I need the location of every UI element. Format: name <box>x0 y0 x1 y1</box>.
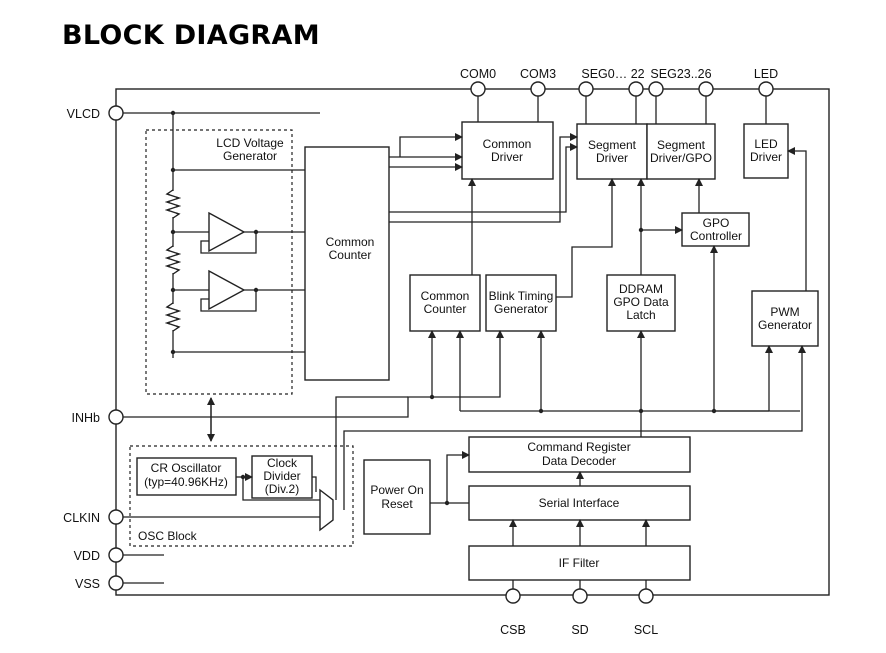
pin-clkin <box>108 509 124 525</box>
gpo-controller-label-2: Controller <box>690 229 742 243</box>
led-driver-label-2: Driver <box>750 150 782 164</box>
pin-label-vss: VSS <box>75 577 100 591</box>
pin-label-seg0-22: SEG0… 22 <box>581 67 644 81</box>
clock-divider <box>251 455 313 499</box>
common-counter-big-label-2: Counter <box>329 248 372 262</box>
pin-label-inhb: INHb <box>72 411 101 425</box>
pin-sd <box>572 588 588 604</box>
clock-mux <box>319 488 334 532</box>
segment-driver-gpo-label-2: Driver/GPO <box>650 151 712 165</box>
pin-seg26 <box>698 81 714 97</box>
pin-label-clkin: CLKIN <box>63 511 100 525</box>
pwm-label-1: PWM <box>770 305 799 319</box>
pwm-generator <box>751 290 819 347</box>
pin-label-com0: COM0 <box>460 67 496 81</box>
blink-timing-label-1: Blink Timing <box>489 289 554 303</box>
common-counter-small-label-2: Counter <box>424 302 467 316</box>
cr-oscillator <box>136 457 237 496</box>
serial-interface-label: Serial Interface <box>539 496 620 510</box>
if-filter <box>468 545 691 581</box>
pin-vss <box>108 575 124 591</box>
pin-label-led: LED <box>754 67 778 81</box>
command-register <box>468 436 691 473</box>
page-title: BLOCK DIAGRAM <box>62 20 320 51</box>
blink-timing-label-2: Generator <box>494 302 548 316</box>
pin-seg22 <box>628 81 644 97</box>
pin-com0 <box>470 81 486 97</box>
opamp-2 <box>208 269 246 311</box>
clock-divider-label-1: Clock <box>267 456 298 470</box>
lcd-voltage-region <box>145 129 293 395</box>
cr-oscillator-label-1: CR Oscillator <box>151 461 222 475</box>
clock-divider-label-3: (Div.2) <box>265 482 299 496</box>
command-register-label-2: Data Decoder <box>542 454 616 468</box>
cr-oscillator-label-2: (typ=40.96KHz) <box>144 475 228 489</box>
serial-interface <box>468 485 691 521</box>
common-counter-big <box>304 146 390 381</box>
common-counter-small-label-1: Common <box>421 289 470 303</box>
pin-label-seg23-26: SEG23..26 <box>650 67 711 81</box>
segment-driver-label-2: Driver <box>596 151 628 165</box>
power-on-reset-label-1: Power On <box>370 483 423 497</box>
blink-timing-generator <box>485 274 557 332</box>
pin-seg0 <box>578 81 594 97</box>
segment-driver-gpo <box>646 123 716 180</box>
pin-com3 <box>530 81 546 97</box>
pin-led <box>758 81 774 97</box>
power-on-reset-label-2: Reset <box>381 497 413 511</box>
common-driver-label-1: Common <box>483 137 532 151</box>
if-filter-label: IF Filter <box>559 556 600 570</box>
ddram-label-2: GPO Data <box>613 295 669 309</box>
lcd-voltage-label-2: Generator <box>223 149 277 163</box>
common-driver-label-2: Driver <box>491 150 523 164</box>
pin-vdd <box>108 547 124 563</box>
pin-label-sd: SD <box>571 623 588 637</box>
lcd-voltage-label-1: LCD Voltage <box>216 136 284 150</box>
pin-scl <box>638 588 654 604</box>
common-counter-big-label-1: Common <box>326 235 375 249</box>
pin-label-vdd: VDD <box>74 549 100 563</box>
gpo-controller-label-1: GPO <box>703 216 730 230</box>
pin-inhb <box>108 409 124 425</box>
command-register-label-1: Command Register <box>527 440 630 454</box>
pin-csb <box>505 588 521 604</box>
pin-label-csb: CSB <box>500 623 526 637</box>
ddram-label-1: DDRAM <box>619 282 663 296</box>
pin-label-com3: COM3 <box>520 67 556 81</box>
common-driver <box>461 121 554 180</box>
power-on-reset <box>363 459 431 535</box>
osc-block-region <box>129 445 354 547</box>
gpo-controller <box>681 212 750 247</box>
pin-seg23 <box>648 81 664 97</box>
segment-driver-label-1: Segment <box>588 138 637 152</box>
led-driver-label-1: LED <box>754 137 778 151</box>
pin-label-vlcd: VLCD <box>67 107 100 121</box>
osc-block-label: OSC Block <box>138 529 198 543</box>
common-counter-small <box>409 274 481 332</box>
junction-dot <box>170 110 176 116</box>
clock-divider-label-2: Divider <box>263 469 300 483</box>
pin-vlcd <box>108 105 124 121</box>
ddram-label-3: Latch <box>626 308 655 322</box>
segment-driver-gpo-label-1: Segment <box>657 138 706 152</box>
opamp-1 <box>208 211 246 253</box>
pin-label-scl: SCL <box>634 623 658 637</box>
pwm-label-2: Generator <box>758 318 812 332</box>
segment-driver <box>576 123 648 180</box>
